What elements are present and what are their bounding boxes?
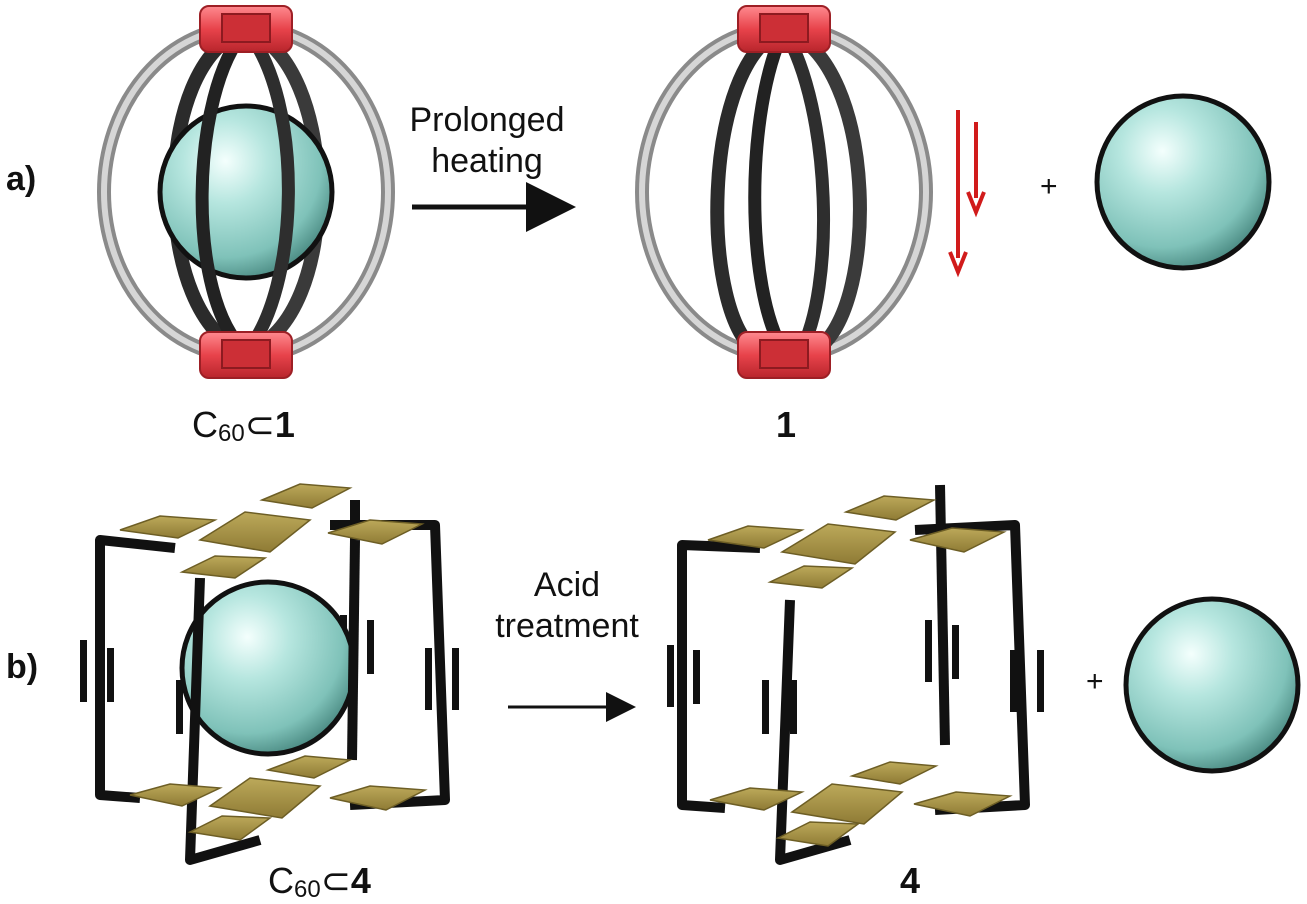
compound-label-c60-in-1: C60⊂1 [192, 404, 295, 447]
condition-label-b: Acid treatment [472, 565, 662, 647]
contraction-arrows-red [948, 110, 986, 278]
panel-label-a: a) [6, 160, 37, 198]
cage-4-with-fullerene [80, 483, 459, 865]
compound-label-4: 4 [900, 860, 921, 901]
red-clamp-bottom [199, 331, 293, 379]
plus-sign-b: + [1086, 665, 1104, 698]
cage-1-with-fullerene [97, 5, 395, 379]
red-clamp-top [199, 5, 293, 53]
fullerene-c60-released [1094, 93, 1272, 271]
red-clamp-top [737, 5, 831, 53]
fullerene-c60-released [1123, 596, 1301, 774]
red-clamp-bottom [737, 331, 831, 379]
fullerene-c60-encapsulated [157, 103, 335, 281]
cage-1-empty [635, 5, 933, 379]
panel-label-b: b) [6, 648, 39, 686]
plus-sign-a: + [1040, 170, 1058, 203]
compound-label-c60-in-4: C60⊂4 [268, 860, 371, 903]
condition-line1: Acid [533, 566, 601, 604]
fullerene-c60-encapsulated [179, 579, 357, 757]
condition-line1: Prolonged [409, 101, 565, 139]
cage-4-empty [667, 484, 1044, 865]
condition-line2: heating [431, 141, 543, 180]
condition-label-a: Prolonged heating [392, 100, 582, 182]
compound-label-1: 1 [776, 404, 797, 445]
condition-line2: treatment [495, 606, 639, 645]
